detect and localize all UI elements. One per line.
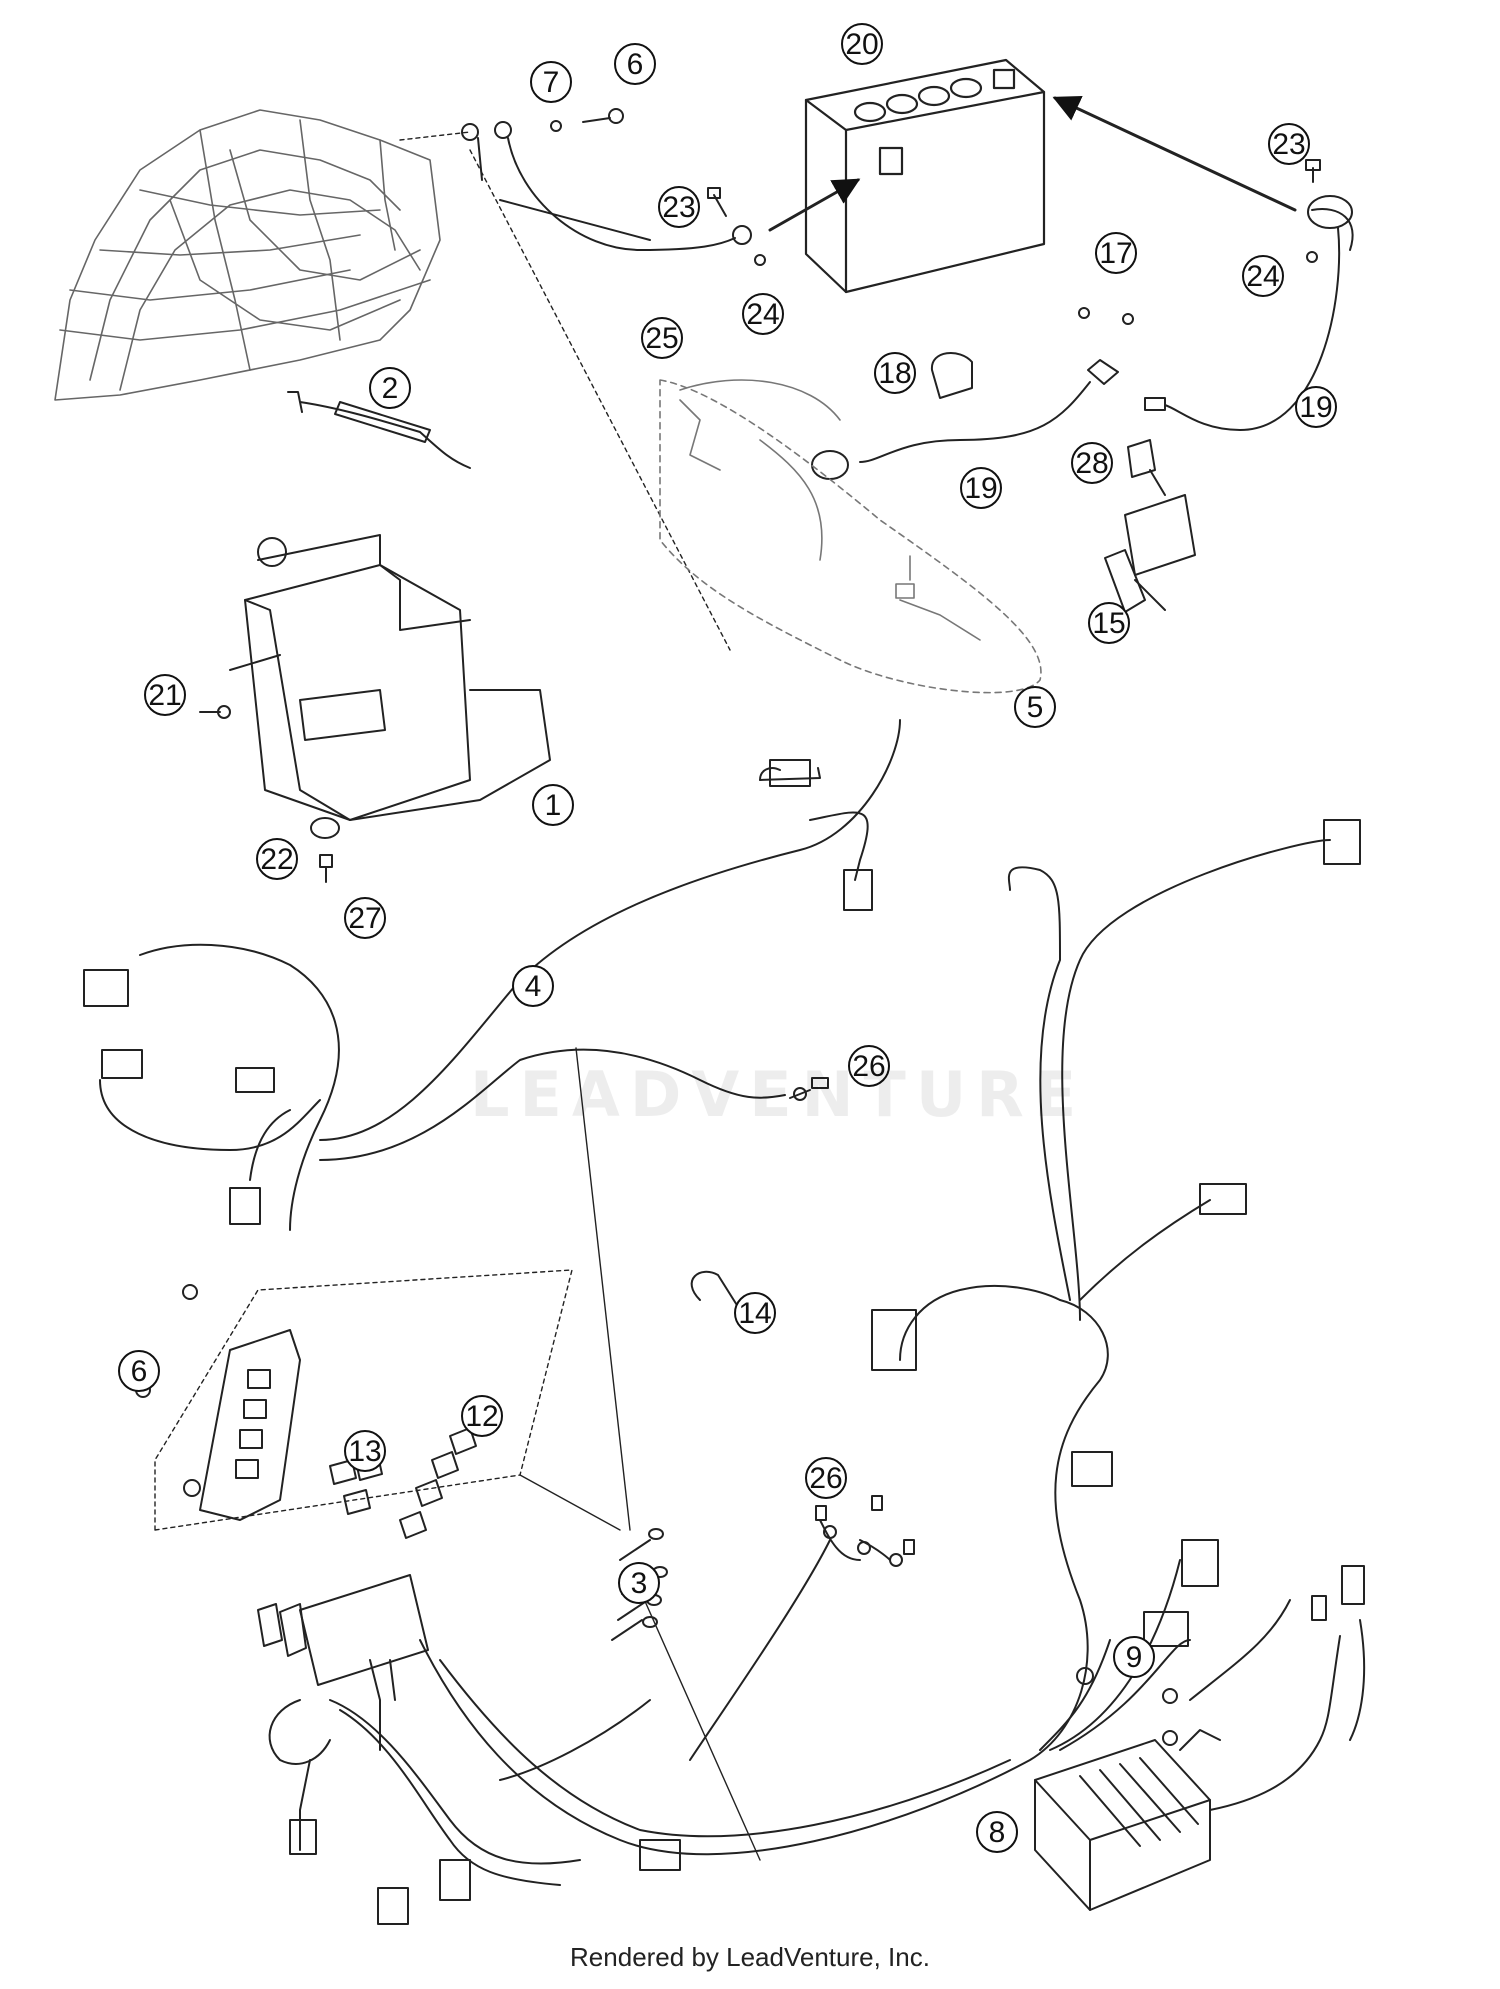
svg-text:6: 6 — [131, 1355, 148, 1388]
nut-24-left — [754, 254, 766, 266]
svg-text:5: 5 — [1027, 691, 1044, 724]
callouts: 1 2 3 4 5 6 6 7 8 9 12 13 14 15 17 18 19… — [118, 23, 1337, 1853]
starter-cable-right — [1144, 195, 1354, 431]
svg-text:23: 23 — [1272, 128, 1305, 161]
callout-8: 8 — [976, 1811, 1018, 1853]
bolts-17 — [1078, 307, 1134, 325]
callout-23-left: 23 — [658, 186, 700, 228]
svg-text:24: 24 — [1246, 260, 1279, 293]
svg-text:14: 14 — [738, 1297, 771, 1330]
fuse-holder — [287, 391, 471, 469]
starter-motor — [659, 379, 1042, 694]
svg-text:26: 26 — [809, 1462, 842, 1495]
callout-20: 20 — [841, 23, 883, 65]
callout-25: 25 — [641, 317, 683, 359]
cable-tie — [690, 1270, 741, 1311]
screw-23-left — [707, 187, 727, 217]
callout-3: 3 — [618, 1562, 660, 1604]
svg-text:17: 17 — [1099, 237, 1132, 270]
svg-text:25: 25 — [645, 322, 678, 355]
footer-credit: Rendered by LeadVenture, Inc. — [570, 1942, 930, 1972]
callout-9: 9 — [1113, 1636, 1155, 1678]
svg-text:19: 19 — [964, 472, 997, 505]
nut-24-right — [1306, 251, 1318, 263]
svg-text:1: 1 — [545, 789, 562, 822]
callout-28: 28 — [1071, 442, 1113, 484]
callout-1: 1 — [532, 784, 574, 826]
svg-text:15: 15 — [1092, 607, 1125, 640]
callout-26-lower: 26 — [805, 1457, 847, 1499]
callout-12: 12 — [461, 1395, 503, 1437]
callout-13: 13 — [344, 1430, 386, 1472]
callout-14: 14 — [734, 1292, 776, 1334]
callout-18: 18 — [874, 352, 916, 394]
starter-relay — [1104, 439, 1196, 613]
svg-text:12: 12 — [465, 1400, 498, 1433]
frame — [54, 109, 441, 401]
bolt-9 — [1076, 1667, 1178, 1704]
svg-text:21: 21 — [148, 679, 181, 712]
svg-text:4: 4 — [525, 970, 542, 1003]
svg-text:6: 6 — [627, 48, 644, 81]
callout-26-upper: 26 — [848, 1045, 890, 1087]
svg-text:9: 9 — [1126, 1641, 1143, 1674]
callout-27: 27 — [344, 897, 386, 939]
svg-text:18: 18 — [878, 357, 911, 390]
svg-text:19: 19 — [1299, 391, 1332, 424]
connector-26-lower — [689, 1495, 915, 1761]
svg-text:27: 27 — [348, 902, 381, 935]
callout-6-bracket: 6 — [118, 1350, 160, 1392]
bolt-group — [550, 108, 624, 132]
screw-21 — [199, 705, 231, 719]
svg-text:20: 20 — [845, 28, 878, 61]
screw-23-right — [1305, 159, 1321, 183]
callout-17: 17 — [1095, 232, 1137, 274]
harness-4 — [83, 719, 901, 1231]
clips-12 — [399, 1427, 477, 1539]
callout-19-middle: 19 — [960, 467, 1002, 509]
screw-27 — [319, 854, 333, 883]
watermark: LEADVENTURE — [470, 1058, 1087, 1131]
callout-24-left: 24 — [742, 293, 784, 335]
cable-boot — [930, 351, 973, 399]
svg-text:8: 8 — [989, 1816, 1006, 1849]
grommet-22 — [310, 817, 340, 839]
callout-19-right: 19 — [1295, 386, 1337, 428]
callout-4: 4 — [512, 965, 554, 1007]
svg-text:23: 23 — [662, 191, 695, 224]
fuse-box — [257, 1528, 681, 1925]
svg-text:28: 28 — [1075, 447, 1108, 480]
svg-text:26: 26 — [852, 1050, 885, 1083]
svg-text:3: 3 — [631, 1567, 648, 1600]
svg-text:24: 24 — [746, 298, 779, 331]
bracket-assembly — [154, 1269, 573, 1531]
callout-7: 7 — [530, 61, 572, 103]
svg-text:7: 7 — [543, 66, 560, 99]
callout-15: 15 — [1088, 602, 1130, 644]
battery — [804, 58, 1046, 294]
callout-21: 21 — [144, 674, 186, 716]
connector-26-upper — [789, 1077, 829, 1101]
voltage-regulator — [1034, 1729, 1221, 1911]
callout-22: 22 — [256, 838, 298, 880]
svg-text:22: 22 — [260, 843, 293, 876]
callout-2: 2 — [369, 367, 411, 409]
callout-5: 5 — [1014, 686, 1056, 728]
callout-6-top: 6 — [614, 43, 656, 85]
callout-23-right: 23 — [1268, 123, 1310, 165]
battery-box — [229, 534, 551, 821]
svg-text:2: 2 — [382, 372, 399, 405]
callout-24-right: 24 — [1242, 255, 1284, 297]
svg-text:13: 13 — [348, 1435, 381, 1468]
ground-cable — [461, 121, 752, 251]
main-harness — [419, 819, 1366, 1856]
